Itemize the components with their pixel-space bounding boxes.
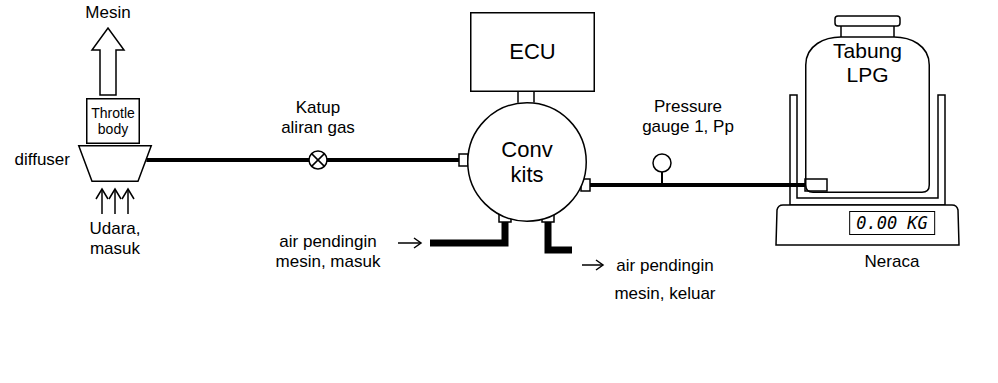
signal-wire [517, 92, 519, 103]
valve-label: Katup aliran gas [278, 98, 358, 138]
air-intake-arrows [96, 189, 134, 214]
pipe-fitting [459, 154, 468, 166]
coolant-out-arrow [582, 260, 603, 270]
engine-flow-arrow [92, 28, 124, 95]
coolant-pipe-in [430, 212, 505, 243]
coolant-label: air pendingin mesin, masuk [268, 232, 388, 272]
conversion-kit-circle: Conv kits [467, 102, 587, 222]
box-label: Conv kits [497, 137, 557, 188]
coolant-label: air pendingin mesin, keluar [605, 252, 725, 308]
box-label: Throtle body [88, 105, 138, 137]
diffuser-shape: diffuser [78, 145, 152, 182]
pressure-gauge-symbol [653, 154, 671, 184]
lpg-line [582, 183, 805, 187]
part-label: Mesin [73, 3, 143, 23]
part-label: diffuser [15, 150, 70, 170]
tank-label: Tabung LPG [825, 39, 910, 87]
tank-valve-fitting [805, 179, 827, 191]
box-label: ECU [509, 39, 555, 64]
gas-valve-symbol [309, 151, 327, 169]
part-label: Neraca [865, 252, 920, 272]
weighing-scale: 0.00 KGNeraca [775, 204, 960, 246]
tank-holder [790, 95, 945, 205]
throttle-body-box: Throtle body [86, 98, 140, 144]
gauge-label: Pressure gauge 1, Pp [636, 97, 741, 137]
diffuser-shape-outline [78, 145, 152, 182]
signal-wire [533, 92, 535, 102]
air-inlet-label: Udara, masuk [85, 219, 145, 259]
coolant-in-arrow [398, 238, 421, 248]
ecu-box: ECU [470, 12, 595, 92]
gas-line [146, 158, 467, 162]
scale-display: 0.00 KG [849, 211, 935, 235]
lpg-tank: Tabung LPG [805, 15, 930, 193]
